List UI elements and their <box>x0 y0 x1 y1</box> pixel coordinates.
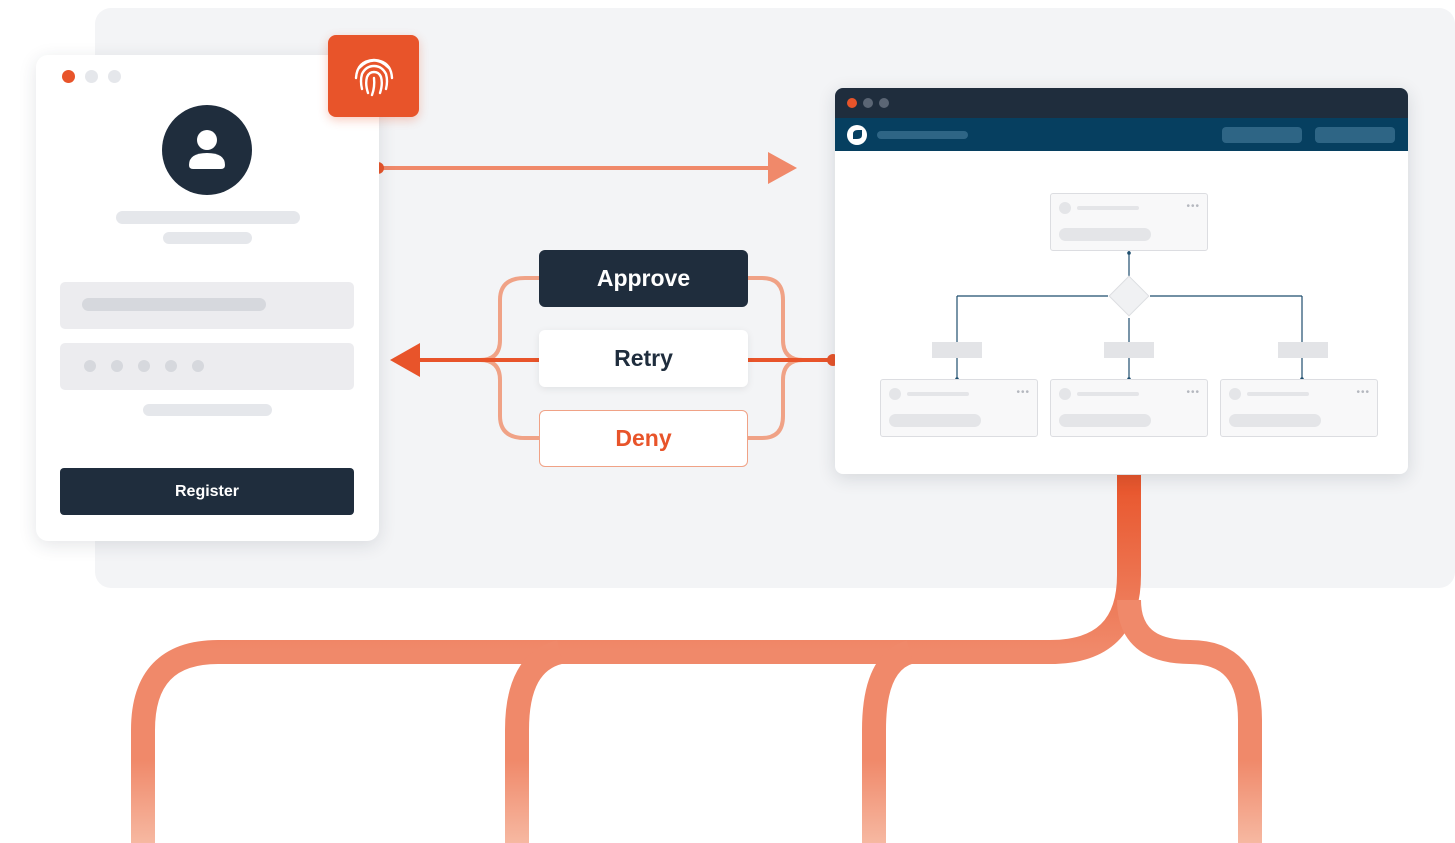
window-controls <box>847 98 889 108</box>
fingerprint-badge <box>328 35 419 117</box>
maximize-dot[interactable] <box>879 98 889 108</box>
retry-button[interactable]: Retry <box>539 330 748 387</box>
request-arrow <box>372 152 797 184</box>
name-placeholder <box>116 211 300 224</box>
workflow-window: ••• ••• ••• ••• <box>835 88 1408 474</box>
approve-button[interactable]: Approve <box>539 250 748 307</box>
subtitle-placeholder <box>163 232 252 244</box>
window-titlebar <box>835 88 1408 118</box>
password-mask <box>84 360 204 372</box>
minimize-dot[interactable] <box>863 98 873 108</box>
branch-node-2[interactable]: ••• <box>1050 379 1208 437</box>
response-arrow <box>390 343 839 377</box>
window-controls <box>62 70 121 83</box>
app-navbar <box>835 118 1408 151</box>
registration-card: Register <box>36 55 379 541</box>
minimize-dot[interactable] <box>85 70 98 83</box>
password-field[interactable] <box>60 343 354 390</box>
decision-diamond <box>1108 275 1150 317</box>
nav-title-placeholder <box>877 131 968 139</box>
leaf-logo-icon <box>847 125 867 145</box>
output-pipes <box>131 475 1262 843</box>
branch-node-1[interactable]: ••• <box>880 379 1038 437</box>
maximize-dot[interactable] <box>108 70 121 83</box>
user-avatar <box>162 105 252 195</box>
nav-action-placeholder-1[interactable] <box>1222 127 1302 143</box>
flow-edges <box>955 250 1304 381</box>
username-placeholder <box>82 298 266 311</box>
decision-brackets <box>479 276 804 440</box>
close-dot[interactable] <box>62 70 75 83</box>
fingerprint-icon <box>354 58 393 97</box>
nav-action-placeholder-2[interactable] <box>1315 127 1395 143</box>
register-button[interactable]: Register <box>60 468 354 515</box>
branch-label-2 <box>1104 342 1154 358</box>
deny-button[interactable]: Deny <box>539 410 748 467</box>
branch-label-1 <box>932 342 982 358</box>
helper-text-placeholder <box>143 404 272 416</box>
username-field[interactable] <box>60 282 354 329</box>
user-icon <box>189 130 225 169</box>
branch-node-3[interactable]: ••• <box>1220 379 1378 437</box>
branch-label-3 <box>1278 342 1328 358</box>
close-dot[interactable] <box>847 98 857 108</box>
start-node[interactable]: ••• <box>1050 193 1208 251</box>
